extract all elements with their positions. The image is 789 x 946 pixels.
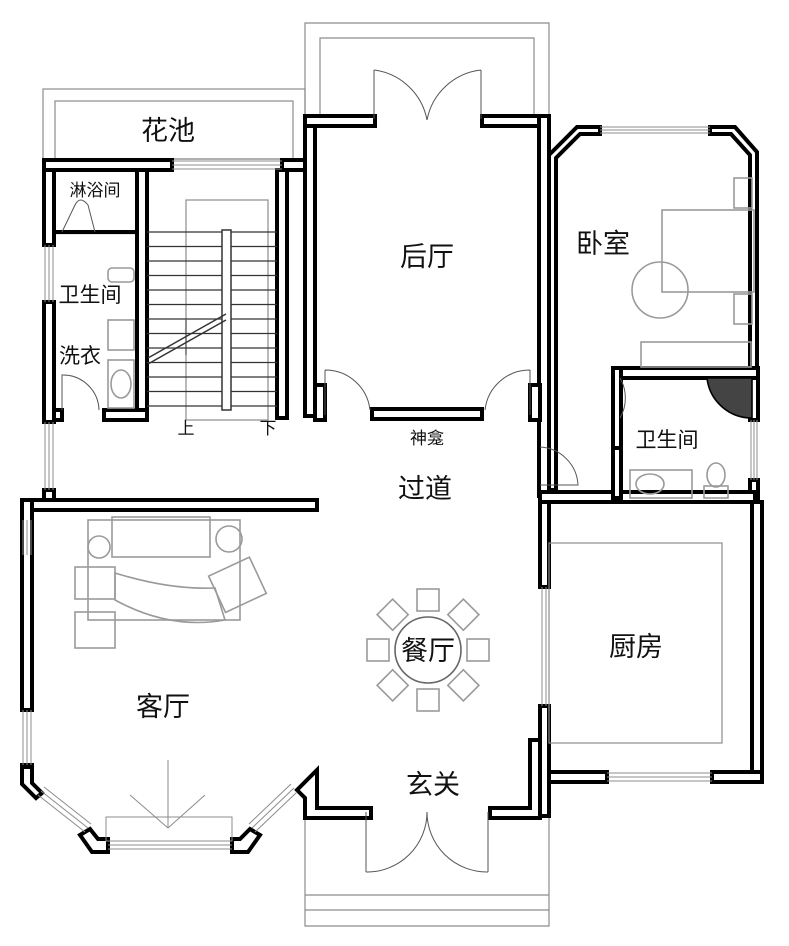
doors	[61, 69, 626, 873]
dining-chair	[416, 588, 440, 612]
label-laundry: 洗衣	[59, 344, 101, 368]
dining-chair	[446, 668, 481, 703]
back-terrace-outline	[304, 22, 550, 117]
label-foyer: 玄关	[406, 770, 460, 801]
label-kitchen: 厨房	[609, 632, 663, 663]
room-labels: 花池 淋浴间 卫生间 洗衣 上 下 后厅 神龛 过道 卧室 卫生间 客厅 餐厅 …	[59, 116, 699, 801]
label-shrine: 神龛	[410, 429, 444, 449]
label-bedroom: 卧室	[576, 229, 630, 260]
label-living-room: 客厅	[136, 692, 190, 723]
front-terrace-outline	[304, 818, 550, 927]
label-shower-room: 淋浴间	[70, 181, 121, 201]
walls	[20, 114, 764, 854]
dining-chair	[446, 597, 481, 632]
label-bathroom-left: 卫生间	[59, 283, 122, 307]
dining-chair	[375, 597, 410, 632]
dining-chair	[416, 688, 440, 712]
label-corridor: 过道	[398, 474, 452, 505]
dining-chair	[375, 668, 410, 703]
label-flower-bed: 花池	[141, 116, 195, 147]
label-dining-room: 餐厅	[401, 636, 455, 667]
dining-chair	[366, 638, 390, 662]
fixtures	[74, 177, 755, 842]
label-bathroom-right: 卫生间	[636, 428, 699, 452]
dining-chair	[466, 638, 490, 662]
label-stair-down: 下	[260, 419, 277, 439]
windows	[22, 126, 758, 850]
label-back-hall: 后厅	[400, 242, 454, 273]
label-stair-up: 上	[178, 419, 195, 439]
staircase	[147, 199, 277, 421]
